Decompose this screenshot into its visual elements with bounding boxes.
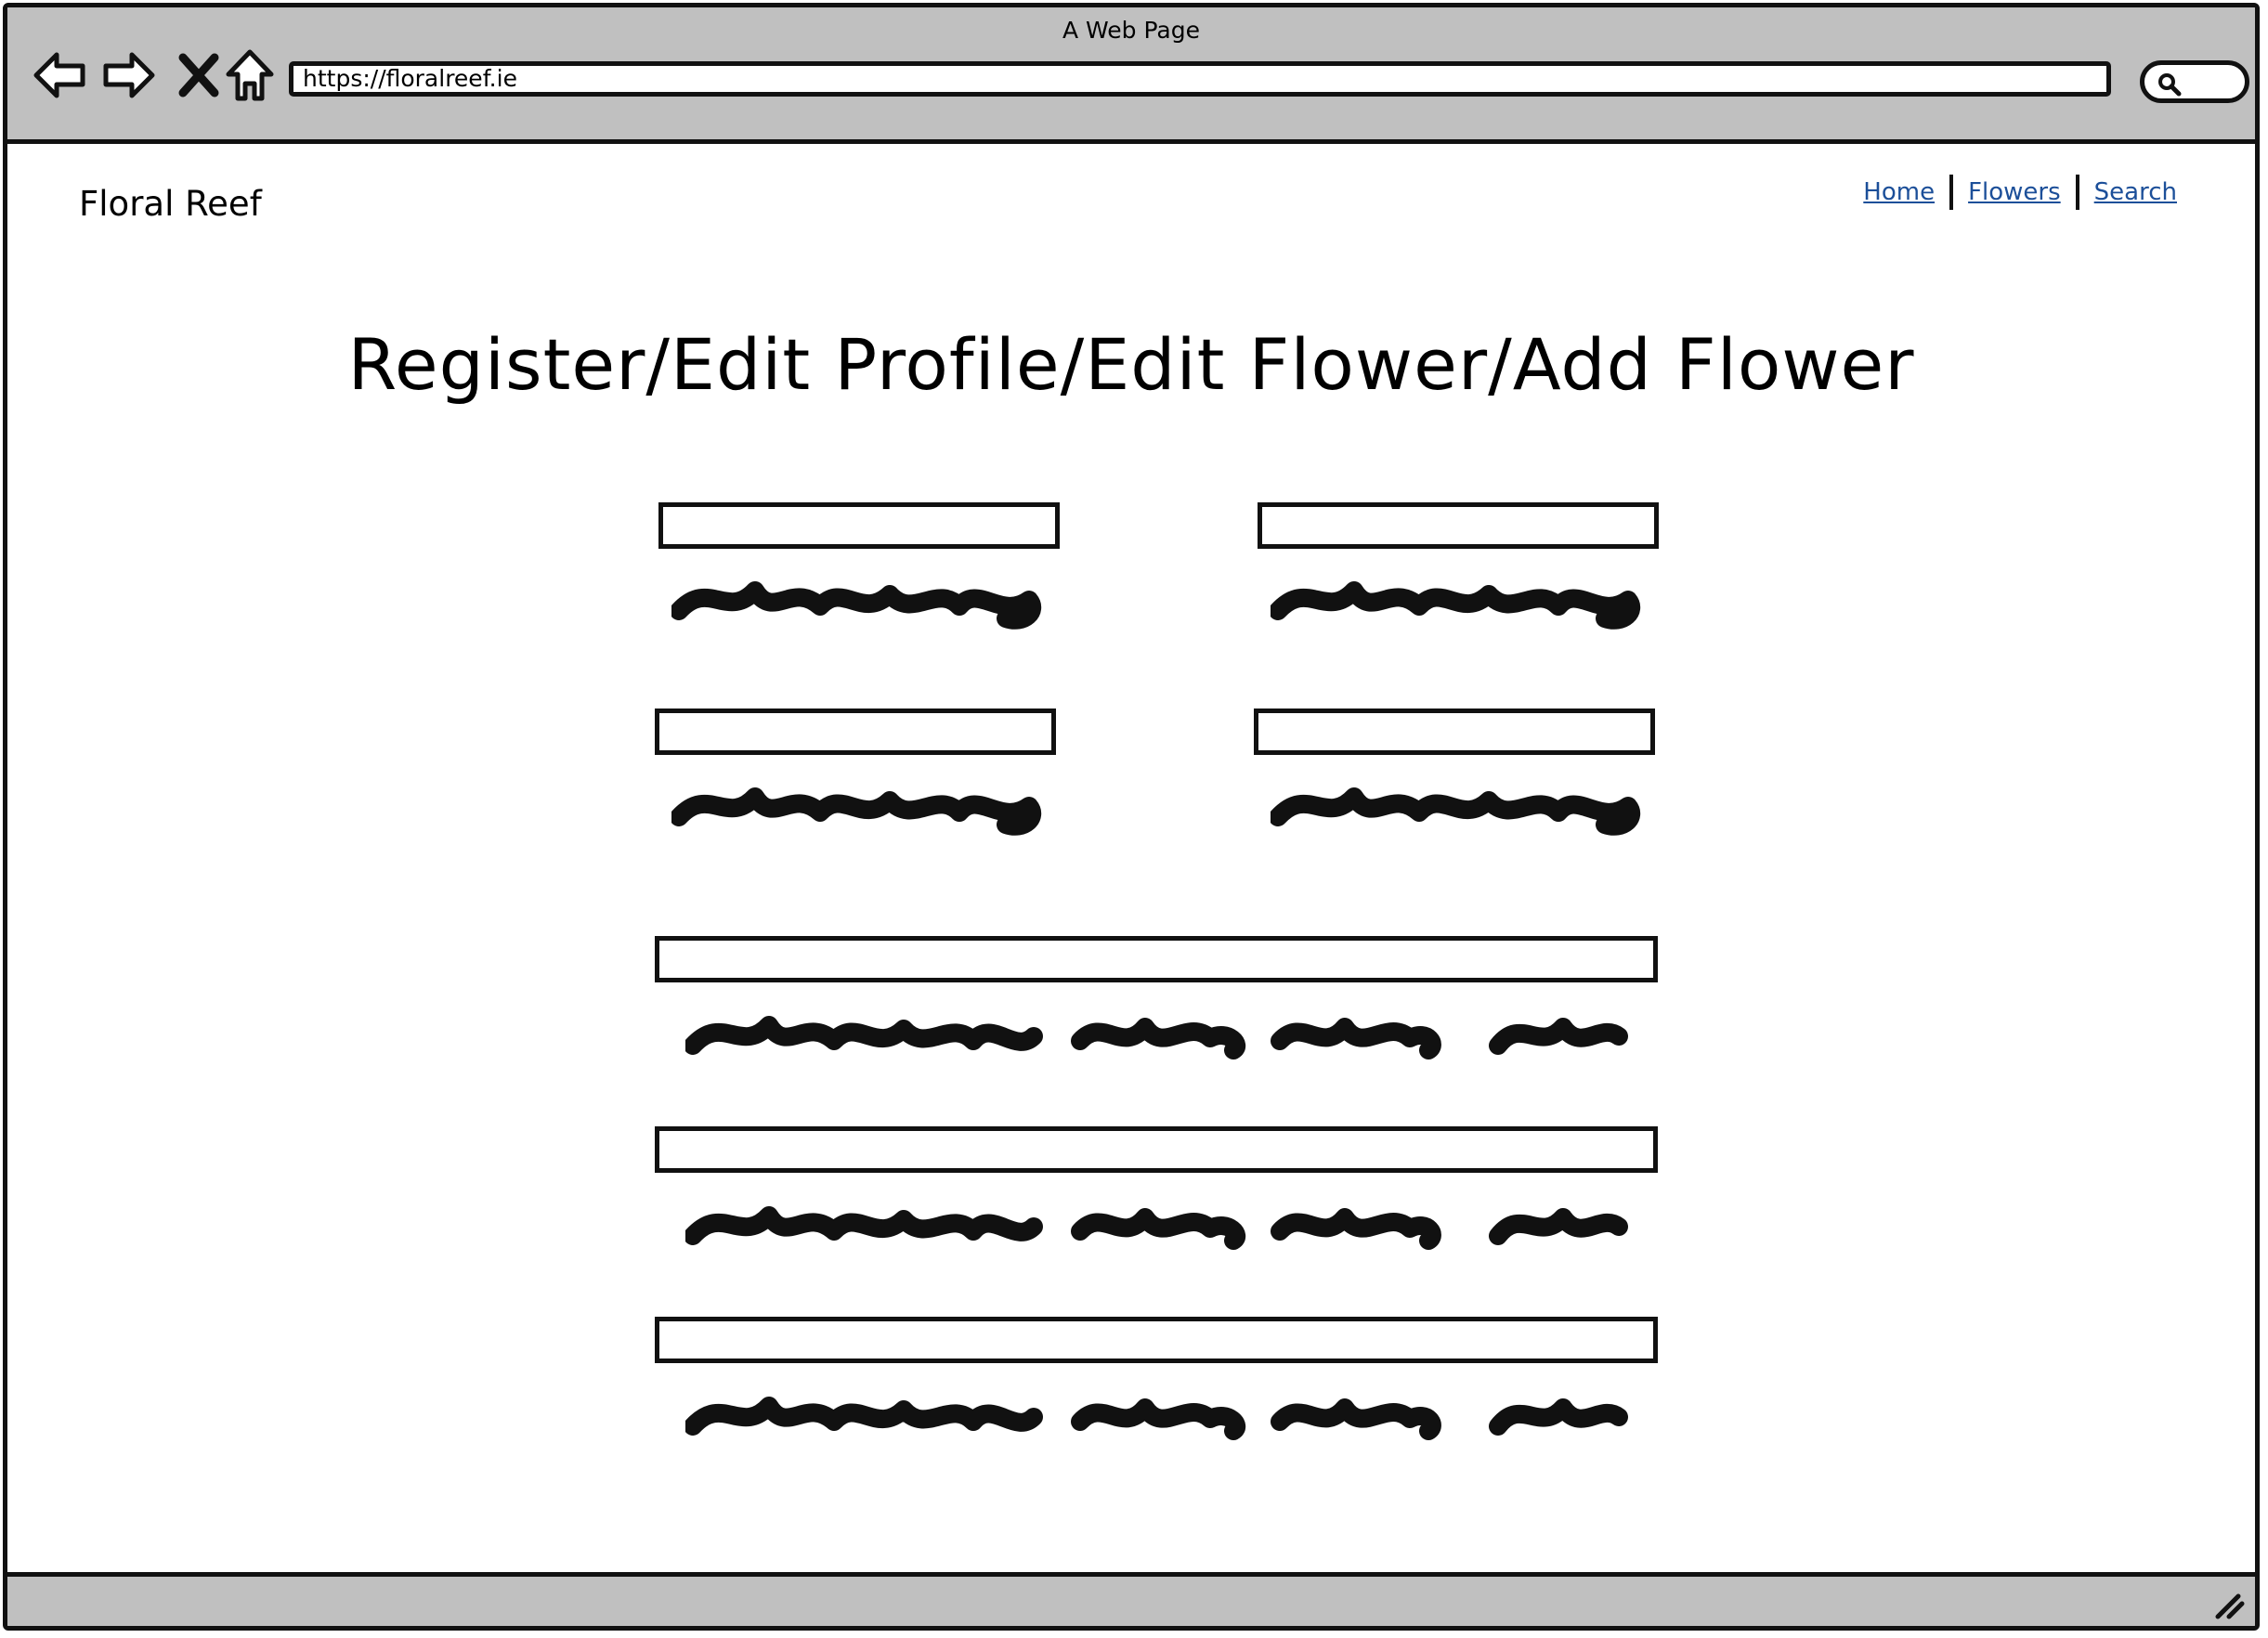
placeholder-label-scribble bbox=[1271, 581, 1641, 630]
form-input-wide-2[interactable] bbox=[655, 1126, 1658, 1173]
back-arrow-icon[interactable] bbox=[31, 46, 88, 104]
nav-link-search[interactable]: Search bbox=[2093, 178, 2177, 206]
form-input-3[interactable] bbox=[655, 708, 1056, 755]
nav-link-flowers[interactable]: Flowers bbox=[1968, 178, 2061, 206]
resize-grip-icon[interactable] bbox=[2212, 1589, 2246, 1620]
placeholder-label-scribble bbox=[671, 581, 1042, 630]
nav-separator bbox=[1949, 175, 1954, 210]
browser-toolbar: A Web Page https://floralreef.ie bbox=[7, 7, 2255, 144]
placeholder-text-scribble bbox=[685, 1206, 1628, 1250]
close-x-icon[interactable] bbox=[170, 46, 228, 104]
home-icon[interactable] bbox=[221, 46, 279, 104]
form-input-1[interactable] bbox=[658, 502, 1060, 549]
placeholder-text-scribble bbox=[685, 1016, 1628, 1060]
url-input[interactable]: https://floralreef.ie bbox=[289, 61, 2111, 97]
window-title: A Web Page bbox=[1062, 17, 1201, 44]
site-logo[interactable]: Floral Reef bbox=[79, 184, 262, 224]
nav-link-home[interactable]: Home bbox=[1863, 178, 1936, 206]
browser-search-button[interactable] bbox=[2140, 60, 2249, 103]
forward-arrow-icon[interactable] bbox=[100, 46, 158, 104]
form-input-4[interactable] bbox=[1254, 708, 1655, 755]
placeholder-text-scribble bbox=[685, 1397, 1628, 1440]
search-icon bbox=[2158, 73, 2182, 97]
page-title: Register/Edit Profile/Edit Flower/Add Fl… bbox=[347, 323, 1915, 406]
placeholder-label-scribble bbox=[1271, 787, 1641, 836]
status-bar bbox=[7, 1572, 2255, 1626]
nav-separator bbox=[2075, 175, 2079, 210]
form-input-2[interactable] bbox=[1258, 502, 1659, 549]
top-nav: Home Flowers Search bbox=[1863, 175, 2177, 210]
form-input-wide-1[interactable] bbox=[655, 936, 1658, 982]
browser-window: A Web Page https://floralreef.ie Floral … bbox=[3, 3, 2260, 1631]
form-input-wide-3[interactable] bbox=[655, 1317, 1658, 1363]
placeholder-label-scribble bbox=[671, 787, 1042, 836]
